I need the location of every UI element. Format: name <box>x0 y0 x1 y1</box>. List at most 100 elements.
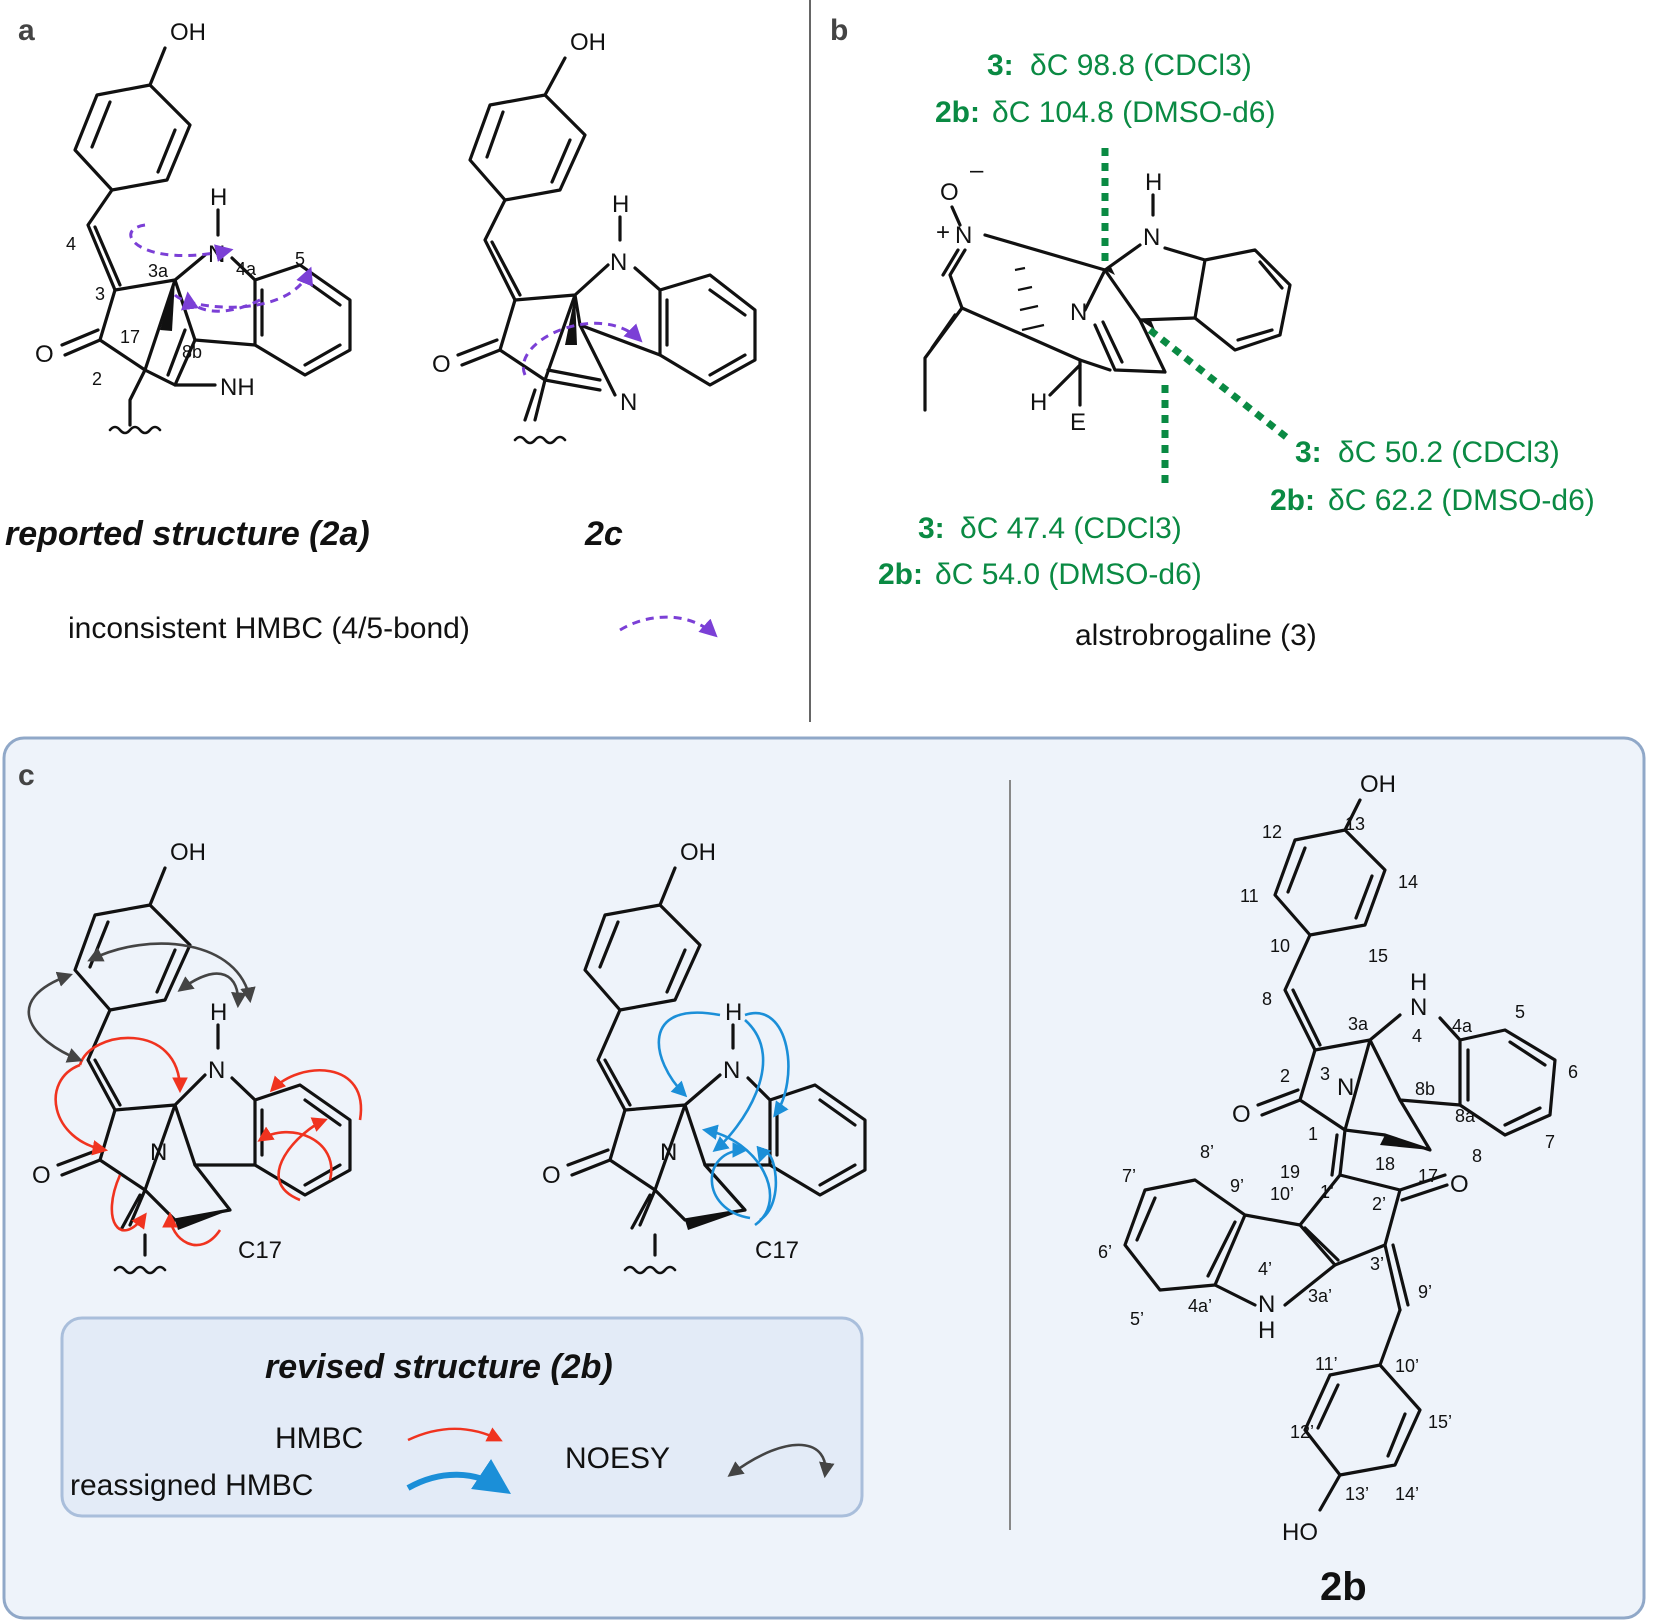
atom-n-c1: N <box>208 1057 225 1084</box>
green-dash-right <box>1147 327 1293 443</box>
atom-n-plus: N <box>955 222 972 249</box>
label-right-1: δC 50.2 (CDCl3) <box>1338 436 1560 469</box>
atom-n-c1b: N <box>150 1139 167 1166</box>
num-5: 5 <box>1515 1002 1525 1022</box>
num-7p: 7’ <box>1122 1166 1136 1186</box>
num-6p: 6’ <box>1098 1242 1112 1262</box>
structure-2b-numbered: OH 12 13 11 14 10 15 8 3a H N 4 4a 5 6 7… <box>1098 771 1578 1609</box>
num-17: 17 <box>120 327 140 347</box>
atom-ho-2b: HO <box>1282 1519 1318 1546</box>
num-3: 3 <box>95 284 105 304</box>
num-1: 1 <box>1308 1124 1318 1144</box>
label-bottom-2: δC 54.0 (DMSO-d6) <box>935 558 1202 591</box>
atom-nh: NH <box>220 374 255 401</box>
num-3: 3 <box>1320 1064 1330 1084</box>
atom-n: N <box>208 241 225 268</box>
atom-n-middle: N <box>1070 299 1087 326</box>
atom-n-2c: N <box>610 249 627 276</box>
structure-2b-hmbc: OH H N N O C17 <box>27 839 363 1275</box>
num-14: 14 <box>1398 872 1418 892</box>
num-10pp: 10’ <box>1395 1356 1419 1376</box>
num-4a: 4a <box>1452 1016 1473 1036</box>
legend-hmbc: HMBC <box>275 1422 363 1455</box>
title-2a: reported structure (2a) <box>5 515 370 553</box>
num-7: 7 <box>1545 1132 1555 1152</box>
num-5p: 5’ <box>1130 1309 1144 1329</box>
num-3a: 3a <box>148 261 169 281</box>
atom-e: E <box>1070 409 1086 436</box>
atom-oh-2b: OH <box>1360 771 1396 798</box>
atom-oh-c2: OH <box>680 839 716 866</box>
num-3p: 3’ <box>1370 1254 1384 1274</box>
atom-oh: OH <box>170 19 206 46</box>
label-top-2-prefix: 2b: <box>935 96 980 129</box>
num-1p: 1’ <box>1320 1182 1334 1202</box>
num-11p: 11’ <box>1315 1354 1338 1374</box>
num-8b: 8b <box>182 342 202 362</box>
atom-h-top: H <box>1145 169 1162 196</box>
legend-noesy: NOESY <box>565 1442 670 1475</box>
num-12: 12 <box>1262 822 1282 842</box>
atom-h-c2: H <box>725 999 742 1026</box>
c17-middle: C17 <box>755 1237 799 1264</box>
structure-alstrobrogaline: 3: δC 98.8 (CDCl3) 2b: δC 104.8 (DMSO-d6… <box>878 49 1595 652</box>
legend-inconsistent-hmbc: inconsistent HMBC (4/5-bond) <box>68 612 470 645</box>
label-right-1-prefix: 3: <box>1295 436 1322 469</box>
legend-purple-arrow <box>619 615 718 638</box>
atom-n-c2b: N <box>660 1139 677 1166</box>
num-2: 2 <box>1280 1066 1290 1086</box>
num-3a: 3a <box>1348 1014 1369 1034</box>
atom-h-2b-c: H <box>1258 1317 1275 1344</box>
title-2c: 2c <box>584 515 623 553</box>
atom-h-2b: H <box>1410 969 1427 996</box>
num-12p: 12’ <box>1290 1422 1314 1442</box>
atom-plus: + <box>936 219 950 246</box>
atom-oh-c1: OH <box>170 839 206 866</box>
panel-label-a: a <box>18 14 35 47</box>
num-8b: 8b <box>1415 1079 1435 1099</box>
num-15: 15 <box>1368 946 1388 966</box>
label-bottom-2-prefix: 2b: <box>878 558 923 591</box>
atom-minus: – <box>970 157 984 184</box>
num-10p: 10’ <box>1270 1184 1294 1204</box>
atom-n-2b-b: N <box>1337 1074 1354 1101</box>
label-right-2: δC 62.2 (DMSO-d6) <box>1328 484 1595 517</box>
atom-h-c1: H <box>210 999 227 1026</box>
label-top-1-prefix: 3: <box>987 49 1014 82</box>
num-9p: 9’ <box>1230 1176 1244 1196</box>
num-2p: 2’ <box>1372 1194 1386 1214</box>
atom-n-c2: N <box>723 1057 740 1084</box>
atom-h: H <box>210 184 227 211</box>
num-2: 2 <box>92 369 102 389</box>
atom-o: O <box>35 341 54 368</box>
num-4: 4 <box>1412 1026 1422 1046</box>
num-8: 8 <box>1262 989 1272 1009</box>
c17-left: C17 <box>238 1237 282 1264</box>
atom-n-2b-c: N <box>1258 1291 1275 1318</box>
num-15p: 15’ <box>1428 1412 1452 1432</box>
atom-h-bottom: H <box>1030 389 1047 416</box>
num-8-b: 8 <box>1472 1146 1482 1166</box>
atom-o-2b: O <box>1232 1101 1251 1128</box>
num-4ap: 4a’ <box>1188 1296 1212 1316</box>
atom-o-c2: O <box>542 1162 561 1189</box>
num-4a: 4a <box>236 259 257 279</box>
legend-reassigned-hmbc: reassigned HMBC <box>70 1469 313 1502</box>
structure-2c: OH H N O N <box>432 29 757 445</box>
atom-n-top: N <box>1143 224 1160 251</box>
atom-oh-2c: OH <box>570 29 606 56</box>
structure-2b-reassigned: OH H N N O C17 <box>542 839 867 1275</box>
atom-o-c1: O <box>32 1162 51 1189</box>
legend-red-arrow <box>407 1427 503 1442</box>
num-4p: 4’ <box>1258 1259 1272 1279</box>
label-top-1: δC 98.8 (CDCl3) <box>1030 49 1252 82</box>
label-right-2-prefix: 2b: <box>1270 484 1315 517</box>
num-11: 11 <box>1240 886 1259 906</box>
num-5: 5 <box>295 249 305 269</box>
label-bottom-1-prefix: 3: <box>918 512 945 545</box>
atom-h-2c: H <box>612 191 629 218</box>
num-10: 10 <box>1270 936 1290 956</box>
num-14p: 14’ <box>1395 1484 1419 1504</box>
